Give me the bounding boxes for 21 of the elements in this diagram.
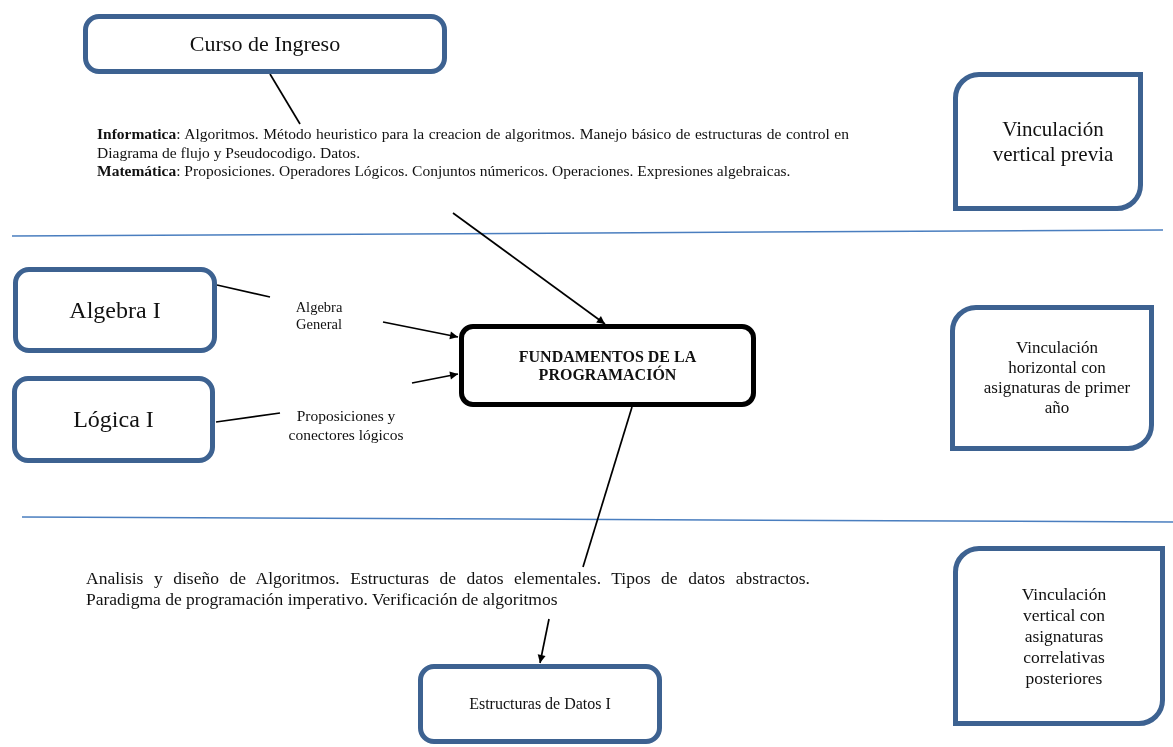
arrow <box>537 618 550 664</box>
topics-text: Matemática: Proposiciones. Operadores Lógicos. Conjuntos númericos. Operaciones. Expresiones algebraicas. <box>97 162 792 181</box>
topics-text: Informatica: Algoritmos. Método heuristico para la creacion de algoritmos. Manejo básico de estructuras de control en Diagrama de flujo y Pseudocodigo. Datos. <box>97 125 849 163</box>
category-box: Vinculación horizontal con asignaturas de primer año <box>950 305 1154 451</box>
category-box: Vinculación vertical con asignaturas correlativas posteriores <box>953 546 1165 726</box>
main-subject-box: FUNDAMENTOS DE LA PROGRAMACIÓN <box>459 324 756 407</box>
category-box: Vinculación vertical previa <box>953 72 1143 211</box>
subject-box: Algebra I <box>13 267 217 353</box>
connector-line <box>269 73 301 125</box>
connector-line <box>216 284 271 298</box>
arrow <box>382 321 459 340</box>
connector-line <box>215 412 281 423</box>
arrow <box>411 371 459 384</box>
topic-label: Proposiciones y conectores lógicos <box>287 407 405 445</box>
arrow <box>452 212 606 325</box>
topics-text: Analisis y diseño de Algoritmos. Estructuras de datos elementales. Tipos de datos abstractos. Paradigma de programación imperativo. Verificación de algoritmos <box>86 568 810 610</box>
subject-box: Lógica I <box>12 376 215 463</box>
connector-line <box>582 406 633 568</box>
subject-box: Estructuras de Datos I <box>418 664 662 744</box>
course-box: Curso de Ingreso <box>83 14 447 74</box>
topic-label: Algebra General <box>294 298 344 334</box>
